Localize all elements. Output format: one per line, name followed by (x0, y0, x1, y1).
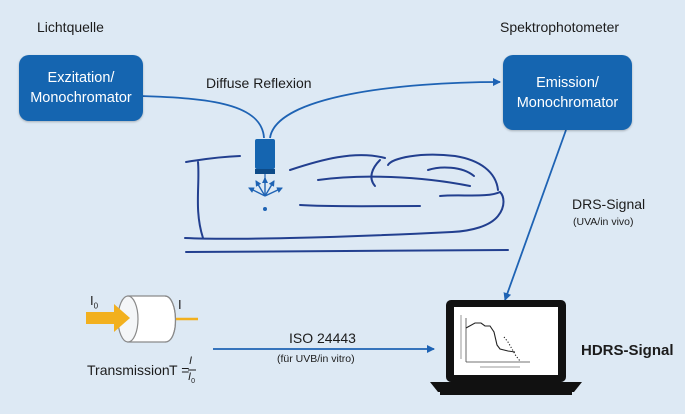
drs-signal-arrow (503, 129, 567, 301)
diffuse-reflection-label: Diffuse Reflexion (206, 75, 312, 91)
emission-box-line1: Emission/ (536, 74, 599, 91)
transmitted-intensity-label: I (178, 297, 182, 312)
emission-monochromator-box: Emission/ Monochromator (503, 55, 632, 130)
skin-tissue-outline (184, 153, 509, 253)
fraction-denominator-symbol: I (188, 371, 192, 383)
emission-box-line2: Monochromator (516, 94, 619, 111)
laptop-spectrum-icon (430, 300, 582, 395)
incident-intensity-subscript: 0 (93, 301, 99, 311)
fraction-numerator: I (189, 355, 193, 367)
drs-signal-sublabel: (UVA/in vivo) (573, 216, 634, 228)
fiber-probe-icon (255, 139, 275, 174)
excitation-monochromator-box: Exzitation/ Monochromator (19, 55, 143, 121)
iso-sublabel: (für UVB/in vitro) (277, 353, 355, 365)
emission-fiber (269, 78, 501, 139)
transmission-equation-lhs: T = (169, 362, 190, 378)
excitation-box-line1: Exzitation/ (47, 70, 115, 86)
iso-label: ISO 24443 (289, 330, 356, 346)
fraction-denominator: I0 (188, 371, 195, 385)
excitation-fiber (139, 95, 265, 139)
scatter-arrows-icon (248, 174, 283, 197)
hdrs-signal-label: HDRS-Signal (581, 342, 674, 359)
light-source-label: Lichtquelle (37, 19, 104, 35)
fraction-denominator-subscript: 0 (191, 378, 195, 386)
spectrophotometer-label: Spektrophotometer (500, 19, 620, 35)
incident-light-arrow (86, 304, 130, 332)
incident-intensity-label: I0 (90, 293, 98, 311)
transmission-label: Transmission (87, 362, 170, 378)
excitation-box-line2: Monochromator (30, 90, 132, 106)
incident-intensity-symbol: I (90, 293, 94, 308)
drs-signal-label: DRS-Signal (572, 196, 646, 212)
